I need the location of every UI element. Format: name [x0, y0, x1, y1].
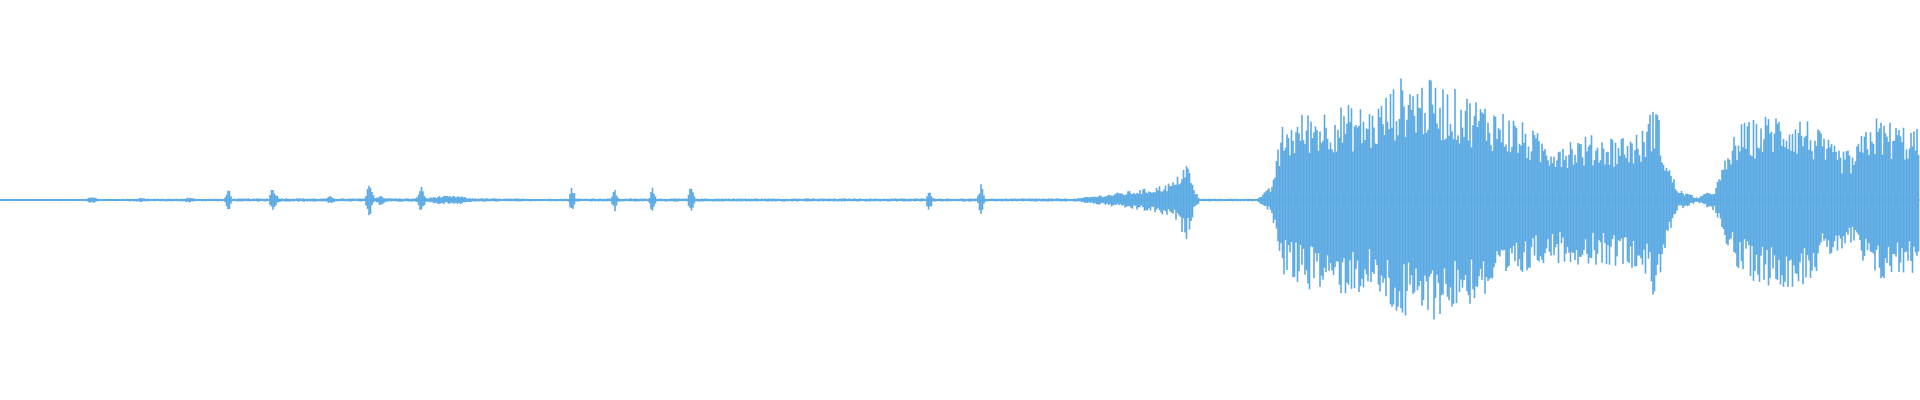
waveform-bars	[0, 78, 1920, 320]
